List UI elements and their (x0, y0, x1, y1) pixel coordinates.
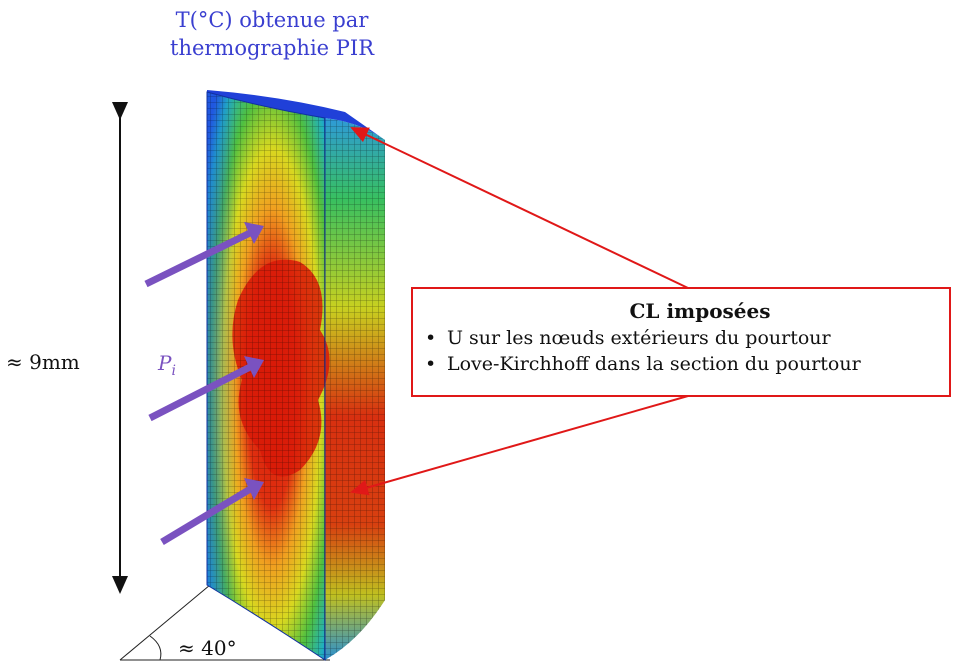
height-label: ≈ 9mm (6, 350, 80, 374)
title-line-2: thermographie PIR (170, 36, 375, 60)
boundary-condition-item: • Love-Kirchhoff dans la section du pourt… (425, 351, 935, 377)
boundary-conditions-box: CL imposées • U sur les nœuds extérieurs … (411, 287, 951, 397)
callout-lines (350, 127, 689, 496)
force-arrow-1 (144, 228, 254, 288)
angle-indicator (119, 584, 330, 661)
title-line-1: T(°C) obtenue par (175, 8, 369, 32)
angle-label: ≈ 40° (178, 636, 237, 660)
force-arrow-2 (148, 362, 254, 422)
boundary-conditions-title: CL imposées (629, 299, 771, 323)
force-arrows (144, 222, 264, 546)
bullet-icon: • (425, 353, 437, 375)
boundary-condition-text: Love-Kirchhoff dans la section du pourto… (447, 353, 861, 375)
boundary-condition-text: U sur les nœuds extérieurs du pourtour (447, 327, 831, 349)
force-subscript: i (171, 363, 176, 379)
bullet-icon: • (425, 327, 437, 349)
force-arrow-3 (160, 484, 254, 546)
mesh-top-face (207, 90, 385, 140)
force-label: Pi (158, 351, 176, 379)
force-symbol: P (158, 351, 172, 375)
figure-title: T(°C) obtenue par thermographie PIR (170, 6, 374, 62)
boundary-condition-item: • U sur les nœuds extérieurs du pourtour (425, 325, 935, 351)
